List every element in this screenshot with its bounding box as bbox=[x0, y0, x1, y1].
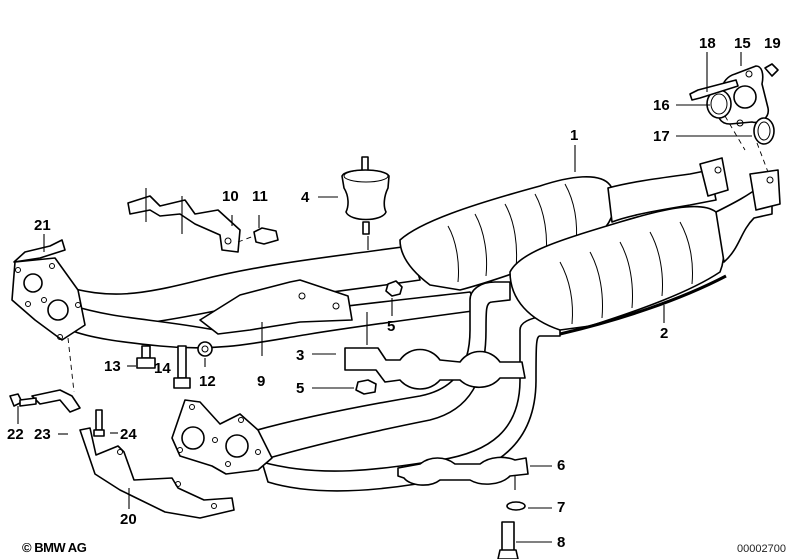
callout-1[interactable]: 1 bbox=[570, 127, 579, 144]
callout-23[interactable]: 23 bbox=[34, 426, 51, 443]
callout-22[interactable]: 22 bbox=[7, 426, 24, 443]
callout-6[interactable]: 6 bbox=[557, 457, 566, 474]
callout-7[interactable]: 7 bbox=[557, 499, 566, 516]
callout-12[interactable]: 12 bbox=[199, 373, 216, 390]
callout-13[interactable]: 13 bbox=[104, 358, 121, 375]
clamp-bracket-3 bbox=[344, 312, 526, 390]
callout-10[interactable]: 10 bbox=[222, 188, 239, 205]
support-bracket bbox=[199, 279, 353, 356]
callout-24[interactable]: 24 bbox=[120, 426, 137, 443]
gearbox-bracket-group bbox=[9, 337, 235, 519]
callout-16[interactable]: 16 bbox=[653, 97, 670, 114]
callout-4[interactable]: 4 bbox=[301, 189, 310, 206]
callout-8[interactable]: 8 bbox=[557, 534, 566, 551]
callout-5-lower[interactable]: 5 bbox=[296, 380, 305, 397]
lower-left-manifold-flange bbox=[171, 399, 273, 475]
callout-20[interactable]: 20 bbox=[120, 511, 137, 528]
callout-17[interactable]: 17 bbox=[653, 128, 670, 145]
hex-nut-lower bbox=[355, 379, 377, 395]
diagram-number: 00002700 bbox=[737, 543, 786, 555]
callout-2[interactable]: 2 bbox=[660, 325, 669, 342]
leader-lines bbox=[17, 52, 752, 543]
catalytic-converter-1 bbox=[399, 157, 729, 291]
callout-11[interactable]: 11 bbox=[252, 188, 268, 205]
rubber-mount bbox=[341, 156, 390, 250]
hex-nut-upper bbox=[385, 280, 403, 297]
callout-21[interactable]: 21 bbox=[34, 217, 51, 234]
callout-9[interactable]: 9 bbox=[257, 373, 266, 390]
flange-hardware bbox=[689, 63, 779, 173]
callout-3[interactable]: 3 bbox=[296, 347, 305, 364]
lower-left-bolts bbox=[136, 341, 213, 389]
left-manifold-flange bbox=[11, 239, 86, 341]
catalytic-converter-2 bbox=[509, 169, 781, 336]
copyright-notice: © BMW AG bbox=[22, 540, 87, 555]
callout-15[interactable]: 15 bbox=[734, 35, 751, 52]
upper-clamp bbox=[127, 188, 279, 253]
lower-clamp-hardware bbox=[397, 456, 529, 559]
callout-14[interactable]: 14 bbox=[154, 360, 171, 377]
callout-5-upper[interactable]: 5 bbox=[387, 318, 396, 335]
callout-18[interactable]: 18 bbox=[699, 35, 716, 52]
callout-19[interactable]: 19 bbox=[764, 35, 781, 52]
